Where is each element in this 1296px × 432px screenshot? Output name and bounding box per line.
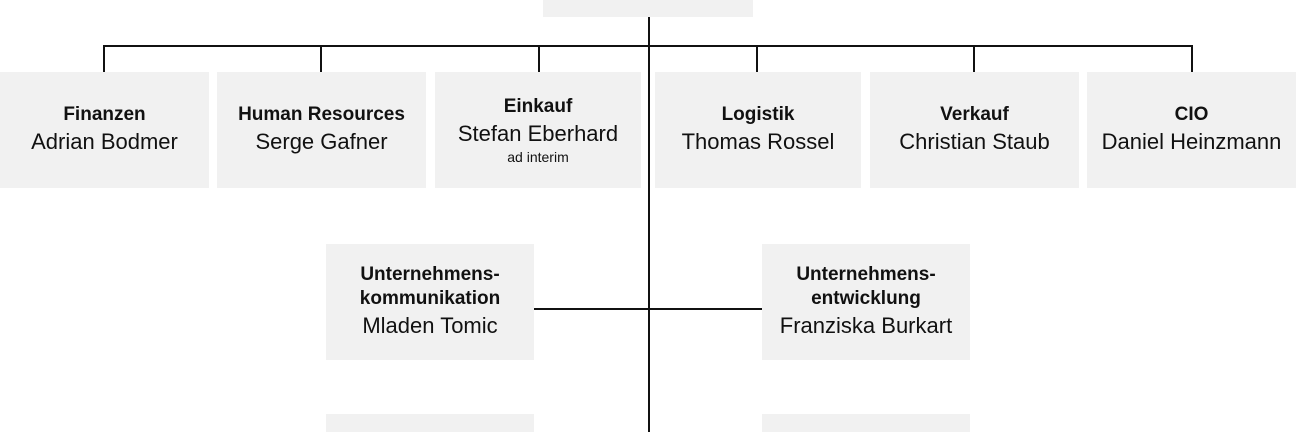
- dept-box-einkauf: Einkauf Stefan Eberhard ad interim: [435, 72, 641, 188]
- dept-box-cio: CIO Daniel Heinzmann: [1087, 72, 1296, 188]
- lower-box-left-partial: [326, 414, 534, 432]
- dept-head: Serge Gafner: [255, 129, 388, 154]
- dept-box-human-resources: Human Resources Serge Gafner: [217, 72, 426, 188]
- dept-box-finanzen: Finanzen Adrian Bodmer: [0, 72, 209, 188]
- staff-box-kommunikation: Unternehmens- kommunikation Mladen Tomic: [326, 244, 534, 360]
- staff-head: Franziska Burkart: [779, 313, 953, 338]
- main-vertical-line: [648, 17, 650, 432]
- dept-title: Finanzen: [63, 104, 146, 125]
- dept-head-note: ad interim: [507, 149, 569, 165]
- department-horizontal-line: [103, 45, 1193, 47]
- dept-head: Christian Staub: [899, 129, 1050, 154]
- dept-head: Stefan Eberhard: [457, 121, 619, 146]
- staff-title-line2: entwicklung: [811, 288, 921, 309]
- staff-horizontal-line: [534, 308, 762, 310]
- dept-title: CIO: [1174, 104, 1209, 125]
- staff-title-line1: Unternehmens-: [796, 264, 936, 285]
- dept-box-logistik: Logistik Thomas Rossel: [655, 72, 861, 188]
- drop-line-verkauf: [973, 45, 975, 72]
- dept-title: Human Resources: [238, 104, 405, 125]
- staff-title-line1: Unternehmens-: [360, 264, 500, 285]
- dept-title: Verkauf: [940, 104, 1009, 125]
- drop-line-cio: [1191, 45, 1193, 72]
- dept-head: Adrian Bodmer: [31, 129, 178, 154]
- staff-head: Mladen Tomic: [362, 313, 498, 338]
- staff-title-line2: kommunikation: [359, 288, 501, 309]
- staff-box-entwicklung: Unternehmens- entwicklung Franziska Burk…: [762, 244, 970, 360]
- dept-title: Logistik: [721, 104, 795, 125]
- dept-head: Thomas Rossel: [681, 129, 835, 154]
- lower-box-right-partial: [762, 414, 970, 432]
- drop-line-human-resources: [320, 45, 322, 72]
- root-box-partial: [543, 0, 753, 17]
- dept-box-verkauf: Verkauf Christian Staub: [870, 72, 1079, 188]
- drop-line-logistik: [756, 45, 758, 72]
- drop-line-finanzen: [103, 45, 105, 72]
- drop-line-einkauf: [538, 45, 540, 72]
- dept-head: Daniel Heinzmann: [1101, 129, 1282, 154]
- dept-title: Einkauf: [503, 96, 573, 117]
